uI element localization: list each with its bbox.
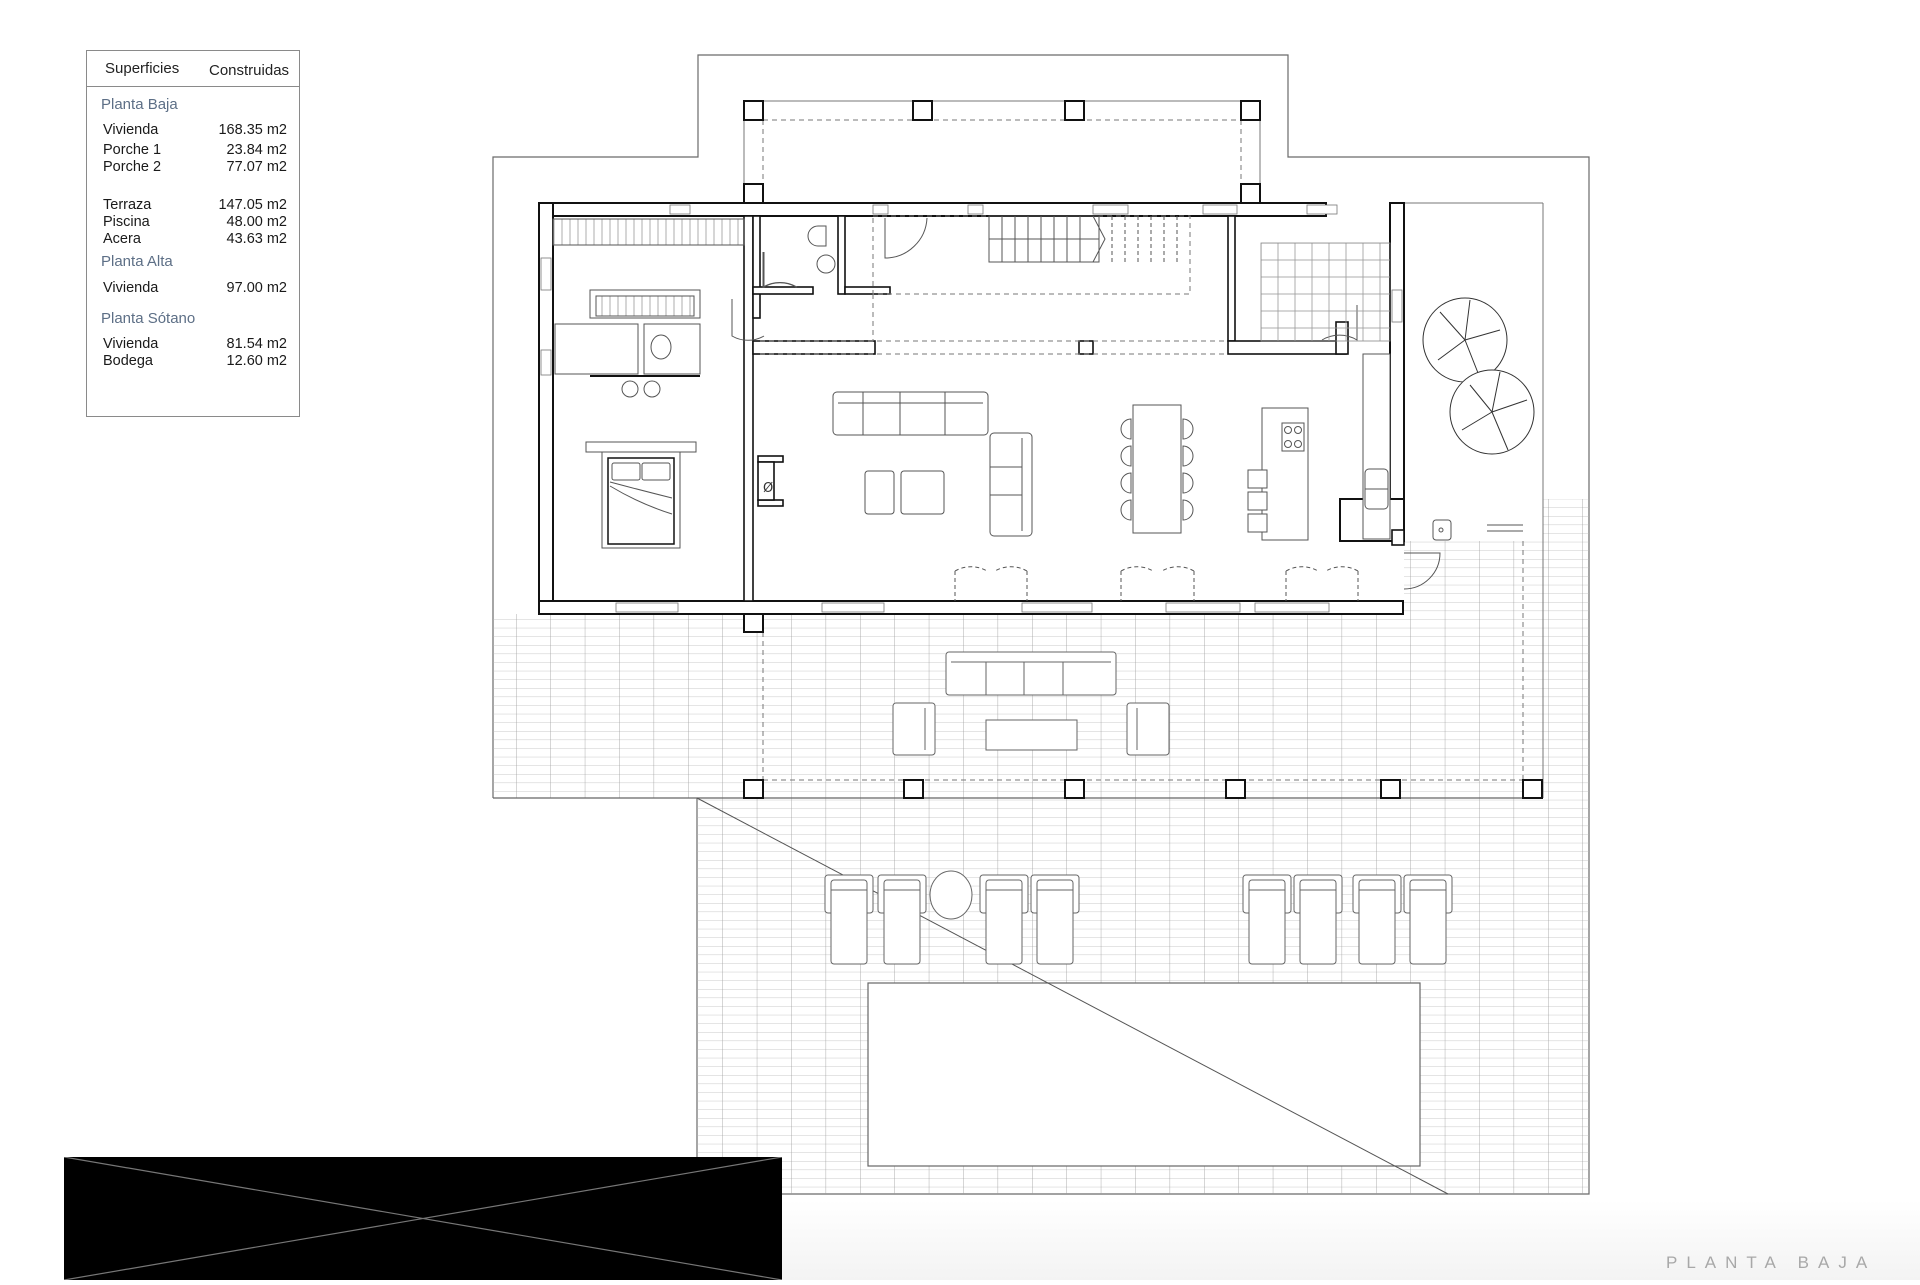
living-furniture xyxy=(832,391,1033,537)
placeholder-cross-icon xyxy=(63,1156,783,1281)
surfaces-table-header: Superficies Construidas xyxy=(87,51,299,87)
staircase xyxy=(988,215,1178,263)
pool xyxy=(867,982,1421,1167)
interior-walls xyxy=(743,215,1349,602)
sun-loungers xyxy=(824,870,1453,965)
porch-1-columns xyxy=(743,100,1261,204)
bottom-fade xyxy=(782,1200,1920,1280)
kitchen-island xyxy=(1247,407,1309,541)
kitchen-counter xyxy=(1362,353,1405,546)
section-line xyxy=(696,797,1449,1195)
guest-wc-fixtures xyxy=(762,225,836,288)
image-placeholder-block xyxy=(63,1156,783,1281)
porch-columns xyxy=(743,613,1543,799)
double-height-void xyxy=(760,215,1228,355)
windows xyxy=(540,204,1403,613)
chimney-flue-symbol: Ø xyxy=(763,481,773,496)
section-planta-sotano: Planta Sótano xyxy=(101,310,196,327)
surfaces-table: Superficies Construidas Planta Baja Vivi… xyxy=(86,50,300,417)
header-superficies: Superficies xyxy=(105,60,180,77)
header-construidas: Construidas xyxy=(209,62,290,79)
section-planta-alta: Planta Alta xyxy=(101,253,173,270)
dining-set xyxy=(1120,404,1194,534)
section-planta-baja: Planta Baja xyxy=(101,96,178,113)
bedroom-fittings xyxy=(552,218,745,549)
laundry-fixtures xyxy=(1432,519,1523,541)
plan-title: PLANTA BAJA xyxy=(1666,1253,1877,1272)
tree-icon xyxy=(1422,297,1535,455)
terrace-lounge-set xyxy=(892,651,1170,756)
porch-1 xyxy=(762,119,1242,183)
pantry-tiles xyxy=(1260,242,1391,342)
